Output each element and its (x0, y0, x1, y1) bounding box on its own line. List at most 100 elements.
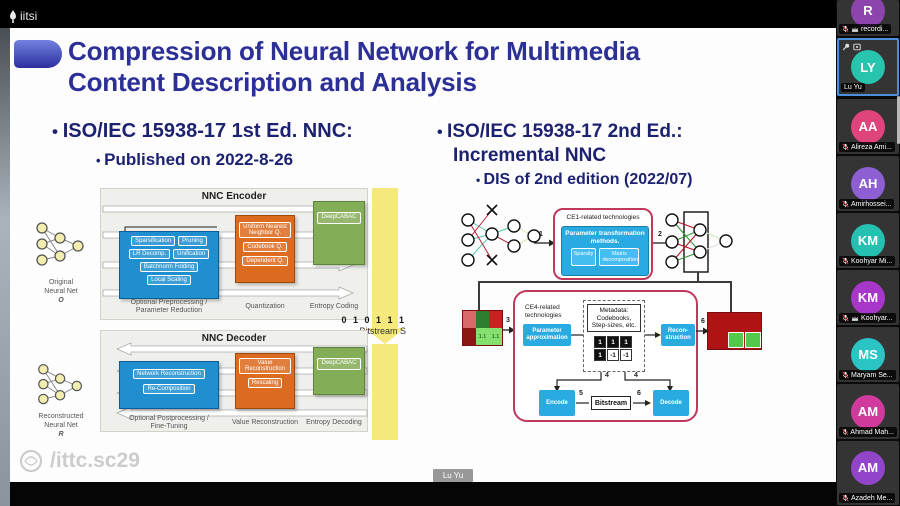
arrow-3 (502, 326, 515, 334)
participants-sidebar: R recordi... LY Lu Yu AA Alireza Ami... (836, 0, 900, 506)
bitstream-label: Bitstream S (359, 326, 406, 336)
arrow-1-label: 1 (539, 231, 543, 238)
entropy-decoding-box: DeepCABAC (313, 347, 365, 395)
chip-re-composition: Re-Composition (143, 384, 195, 394)
participant-tile-active-speaker[interactable]: LY Lu Yu (837, 38, 899, 96)
feedback-line-left (478, 281, 480, 310)
avatar: AA (851, 109, 885, 144)
reconstructed-net-label: Reconstructed Neural Net R (38, 413, 84, 438)
participant-tile[interactable]: AM Ahmad Mah... (837, 384, 899, 439)
encoder-title: NNC Encoder (201, 191, 267, 202)
shared-slide: Compression of Neural Network for Multim… (10, 28, 836, 482)
arrow-3-label: 3 (506, 317, 510, 324)
avatar: KM (851, 280, 885, 315)
participant-tile[interactable]: AA Alireza Ami... (837, 99, 899, 154)
mic-off-icon (842, 257, 849, 265)
arrow-out-6 (696, 327, 709, 335)
participant-name-bar: Ahmad Mah... (839, 427, 897, 437)
chip-codebook-q: Codebook Q. (243, 242, 287, 252)
postprocessing-caption: Optional Postprocessing / Fine-Tuning (129, 415, 209, 430)
arrow-out-6-label: 6 (701, 318, 705, 325)
participant-tile[interactable]: KM Koohyar... (837, 270, 899, 325)
left-subitem: Published on 2022-8-26 (96, 150, 293, 170)
title-decoration (14, 40, 62, 68)
feedback-line-right (730, 281, 732, 312)
ce1-label: CE1-related technologies (566, 214, 640, 221)
chip-local-scaling: Local Scaling (147, 275, 191, 285)
original-weight-grid: 1.1 1.1 (462, 310, 503, 346)
nnc-encoder-panel: NNC Encoder Sparsification Pruning LR De… (100, 188, 368, 320)
chip-dependent-q: Dependent Q. (242, 256, 288, 266)
avatar: MS (851, 337, 885, 372)
participant-name-bar: Koohyar... (839, 313, 896, 323)
mic-off-icon (842, 314, 849, 322)
chip-network-reconstruction: Network Reconstruction (133, 369, 205, 379)
reconstructed-neural-net-graphic (38, 364, 83, 405)
decoder-bitstream-band (372, 344, 398, 440)
participant-name-bar: Maryam Se... (839, 370, 896, 380)
mic-off-icon (842, 371, 849, 379)
right-heading: ISO/IEC 15938-17 2nd Ed.: Incremental NN… (437, 120, 767, 167)
ce4-label: CE4-related technologies (525, 304, 562, 319)
feedback-line-horizontal (478, 281, 730, 283)
arrow-2-label: 2 (658, 231, 662, 238)
pin-icon (842, 43, 850, 51)
entropy-coding-caption: Entropy Coding (309, 303, 359, 310)
participant-name-bar: Alireza Ami... (839, 142, 895, 152)
pruned-neural-net-graphic (461, 204, 541, 267)
participant-tile[interactable]: MS Maryam Se... (837, 327, 899, 382)
quantization-box: Uniform Nearest Neighbor Q. Codebook Q. … (235, 215, 295, 283)
reconstruction-box: Recon- struction (661, 324, 695, 346)
tile-status-icons (842, 43, 861, 51)
ce1-box: CE1-related technologies Parameter trans… (553, 208, 653, 280)
ittc-logo-icon (19, 449, 43, 473)
crown-icon (851, 26, 859, 32)
right-heading-line2: Incremental NNC (453, 145, 607, 166)
avatar: R (851, 0, 885, 28)
value-reconstruction-caption: Value Reconstruction (231, 419, 299, 426)
arrow-1 (534, 239, 555, 247)
sidebar-scrollbar[interactable] (897, 96, 900, 144)
avatar: KM (851, 223, 885, 258)
chip-value-reconstruction: Value Reconstruction (239, 358, 291, 374)
chip-uniform-nearest-neighbor-q: Uniform Nearest Neighbor Q. (239, 222, 291, 238)
chip-sparsification: Sparsification (131, 236, 176, 246)
chip-batchnorm-folding: Batchnorm Folding (139, 262, 199, 272)
chip-sparsity: Sparsity (570, 248, 597, 266)
participant-tile[interactable]: AH Amirhossei... (837, 156, 899, 211)
original-neural-net-graphic (36, 222, 84, 266)
chip-pruning: Pruning (178, 236, 207, 246)
ce4-bitstream-box: Bitstream (591, 396, 631, 410)
participant-name-bar: Lu Yu (841, 83, 865, 92)
nnc-decoder-panel: NNC Decoder DeepCABAC Value Reconstructi… (100, 330, 368, 432)
top-black-bar: iitsi (0, 0, 836, 28)
participant-tile[interactable]: KM Koohyar Mi... (837, 213, 899, 268)
decode-box: Decode (653, 390, 689, 416)
chip-matrix-decomposition: Matrix decomposition (599, 248, 640, 266)
arrow-4-left-label: 4 (605, 372, 609, 379)
participant-tile[interactable]: R recordi... (837, 0, 899, 36)
mic-off-icon (842, 494, 849, 502)
presenter-name-tag: Lu Yu (433, 469, 473, 482)
encoder-bitstream-arrowhead (365, 328, 405, 344)
arrow-6-label: 6 (637, 390, 641, 397)
right-subitem: DIS of 2nd edition (2022/07) (476, 171, 693, 189)
spotlight-icon (853, 43, 861, 51)
participant-name-bar: recordi... (839, 24, 892, 34)
preprocessing-box: Sparsification Pruning LR Decomp. Unific… (119, 231, 219, 299)
encoder-bitstream-band (372, 188, 398, 328)
mic-off-icon (842, 428, 849, 436)
original-net-label: Original Neural Net O (44, 279, 78, 304)
ittc-watermark-text: /ittc.sc29 (50, 449, 140, 472)
bottom-black-bar (10, 482, 836, 506)
chip-rescaling: Rescaling (247, 378, 283, 388)
quantization-caption: Quantization (245, 303, 285, 310)
reconstructed-weight-grid (707, 312, 762, 350)
avatar: AH (851, 166, 885, 201)
parameter-approximation-box: Parameter approximation (523, 324, 571, 346)
participant-tile[interactable]: AM Azadeh Me... (837, 441, 899, 505)
chip-deepcabac-enc: DeepCABAC (317, 212, 361, 224)
participant-name-bar: Azadeh Me... (839, 493, 896, 503)
participant-name-bar: Amirhossei... (839, 199, 895, 209)
